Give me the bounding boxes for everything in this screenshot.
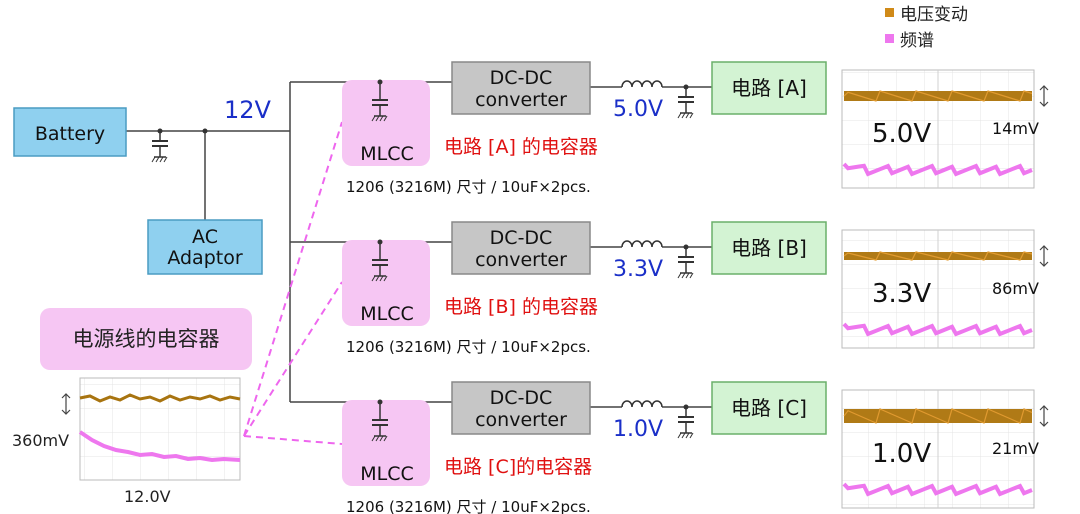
converter-line2: converter <box>475 249 567 271</box>
scope-dc-label: 3.3V <box>872 279 931 309</box>
junction-dot <box>377 399 383 405</box>
rail-1: MLCC 电路 [A] 的电容器 1206 (3216M) 尺寸 / 10uF×2p… <box>342 61 1049 196</box>
output-scope: 1.0V 21mV <box>841 389 1049 509</box>
mlcc-block: MLCC <box>342 79 430 166</box>
input-spectrum-trace <box>78 430 241 463</box>
input-scope: 360mV 12.0V <box>12 377 241 506</box>
battery-label: Battery <box>35 123 105 145</box>
battery: Battery <box>13 107 127 157</box>
inductor-symbol <box>621 240 663 248</box>
inductor-symbol <box>621 80 663 88</box>
converter-line1: DC-DC <box>490 67 553 89</box>
input-voltage-trace <box>79 393 241 403</box>
scope-amplitude-label: 14mV <box>992 119 1039 138</box>
legend-swatch-spectrum <box>885 34 894 43</box>
input-voltage-label: 12V <box>224 96 272 124</box>
circuit-label: 电路 [C] <box>731 396 807 420</box>
capacitor-spec: 1206 (3216M) 尺寸 / 10uF×2pcs. <box>346 178 591 196</box>
legend-label-spectrum: 频谱 <box>900 31 934 51</box>
input-scope-amplitude: 360mV <box>12 431 69 450</box>
converter-line1: DC-DC <box>490 387 553 409</box>
output-voltage-label: 5.0V <box>613 97 663 122</box>
legend-label-voltage: 电压变动 <box>900 5 968 25</box>
mlcc-label: MLCC <box>360 303 414 325</box>
junction-dot <box>157 128 163 134</box>
spectrum-trace <box>842 162 1033 177</box>
legend-swatch-voltage <box>885 8 894 17</box>
scope-dc-label: 5.0V <box>872 119 931 149</box>
capacitor-caption: 电路 [C]的电容器 <box>444 456 592 478</box>
output-capacitor-symbol <box>677 406 695 439</box>
capacitor-spec: 1206 (3216M) 尺寸 / 10uF×2pcs. <box>346 498 591 514</box>
circuit-label: 电路 [A] <box>731 76 807 100</box>
input-scope-dc: 12.0V <box>124 487 171 506</box>
legend: 电压变动 频谱 <box>885 5 968 51</box>
circuit-label: 电路 [B] <box>731 236 807 260</box>
power-line-capacitor-caption: 电源线的电容器 <box>40 308 252 370</box>
mlcc-block: MLCC <box>342 399 430 486</box>
input-capacitor-symbol <box>151 130 169 163</box>
circuit-block: 电路 [C] <box>711 381 827 435</box>
output-voltage-label: 3.3V <box>613 257 663 282</box>
output-scope: 3.3V 86mV <box>841 229 1049 349</box>
rail-3: MLCC 电路 [C]的电容器 1206 (3216M) 尺寸 / 10uF×2pc… <box>342 381 1049 514</box>
mlcc-label: MLCC <box>360 143 414 165</box>
ac-adaptor: AC Adaptor <box>147 219 263 275</box>
spectrum-trace <box>842 322 1033 337</box>
circuit-block: 电路 [B] <box>711 221 827 275</box>
output-capacitor-symbol <box>677 246 695 279</box>
ac-adaptor-line1: AC <box>192 226 218 248</box>
ac-adaptor-line2: Adaptor <box>167 247 243 269</box>
rail-2: MLCC 电路 [B] 的电容器 1206 (3216M) 尺寸 / 10uF×2p… <box>342 221 1049 356</box>
junction-dot <box>377 79 383 85</box>
converter-line1: DC-DC <box>490 227 553 249</box>
circuit-block: 电路 [A] <box>711 61 827 115</box>
mlcc-block: MLCC <box>342 239 430 326</box>
voltage-trace <box>844 91 1032 101</box>
capacitor-caption: 电路 [B] 的电容器 <box>444 296 598 318</box>
dashed-connectors <box>243 121 343 445</box>
output-scope: 5.0V 14mV <box>841 69 1049 189</box>
capacitor-caption: 电路 [A] 的电容器 <box>444 136 598 158</box>
inductor-symbol <box>621 400 663 408</box>
voltage-trace <box>844 252 1032 260</box>
mlcc-label: MLCC <box>360 463 414 485</box>
output-capacitor-symbol <box>677 86 695 119</box>
converter-line2: converter <box>475 409 567 431</box>
converter-line2: converter <box>475 89 567 111</box>
scope-amplitude-label: 21mV <box>992 439 1039 458</box>
junction-dot <box>377 239 383 245</box>
power-line-caption-text: 电源线的电容器 <box>73 327 220 351</box>
capacitor-spec: 1206 (3216M) 尺寸 / 10uF×2pcs. <box>346 338 591 356</box>
spectrum-trace <box>842 482 1033 497</box>
scope-amplitude-label: 86mV <box>992 279 1039 298</box>
scope-dc-label: 1.0V <box>872 439 931 469</box>
junction-dot <box>202 128 208 134</box>
output-voltage-label: 1.0V <box>613 417 663 442</box>
